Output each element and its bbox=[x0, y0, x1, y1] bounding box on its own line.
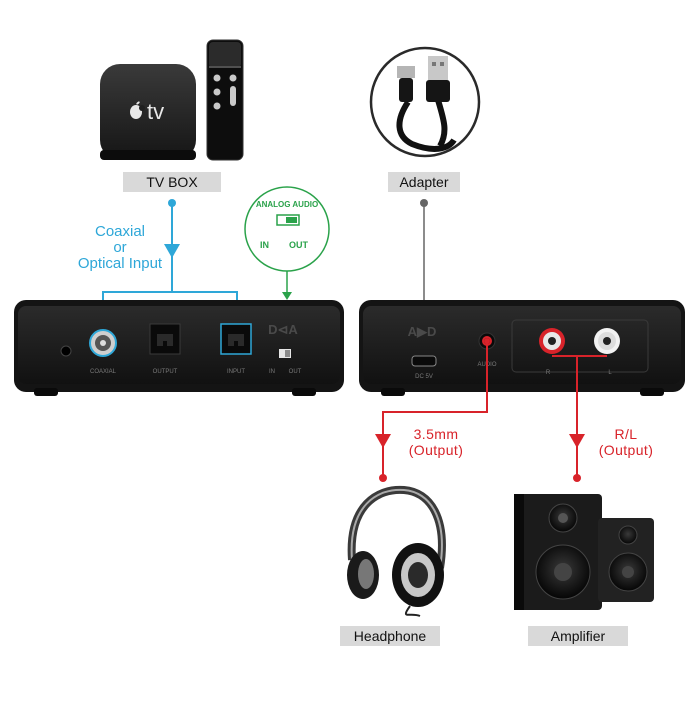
tv-box-connector-dot bbox=[168, 199, 176, 207]
output35-line2: (Output) bbox=[408, 442, 464, 458]
dc5v-port bbox=[411, 355, 437, 367]
analog-out-label: OUT bbox=[289, 240, 308, 250]
analog-audio-title: ANALOG AUDIO bbox=[255, 200, 319, 209]
svg-text:Adapter: Adapter bbox=[399, 174, 448, 190]
rl-line1: R/L bbox=[614, 426, 638, 442]
amplifier-speakers bbox=[514, 494, 654, 610]
analog-audio-switch-callout bbox=[244, 186, 330, 300]
optical-output-port bbox=[149, 323, 181, 355]
svg-text:TV BOX: TV BOX bbox=[146, 174, 198, 190]
amplifier-label: Amplifier bbox=[528, 626, 628, 646]
input-arrow-icon bbox=[164, 244, 180, 258]
input-type-label: Coaxial or Optical Input bbox=[50, 224, 190, 272]
svg-text:L: L bbox=[608, 370, 612, 376]
rl-output-label: R/L (Output) bbox=[586, 426, 666, 458]
tv-box-device: tv bbox=[100, 64, 196, 160]
svg-text:DC 5V: DC 5V bbox=[415, 374, 433, 380]
svg-text:Headphone: Headphone bbox=[354, 628, 427, 644]
micro-usb-icon bbox=[397, 66, 415, 102]
svg-text:OUTPUT: OUTPUT bbox=[153, 369, 178, 375]
optical-input-port bbox=[220, 323, 252, 355]
input-label-line1: Coaxial bbox=[94, 223, 146, 240]
headphone-illustration bbox=[347, 485, 446, 617]
output35-line1: 3.5mm bbox=[413, 426, 459, 442]
svg-text:IN: IN bbox=[269, 369, 275, 375]
analog-in-label: IN bbox=[260, 240, 269, 250]
svg-text:R: R bbox=[546, 370, 551, 376]
dca-logo: D⊲A bbox=[268, 322, 298, 337]
tv-remote bbox=[206, 39, 244, 161]
input-label-line3: Optical Input bbox=[77, 255, 163, 272]
svg-text:Amplifier: Amplifier bbox=[551, 628, 606, 644]
adapter-illustration bbox=[369, 46, 481, 158]
dac-unit: D⊲A COAXIAL OUTPUT INPUT IN OUT bbox=[14, 300, 344, 396]
amplifier-arrow-icon bbox=[569, 434, 585, 448]
svg-text:OUT: OUT bbox=[289, 369, 302, 375]
power-button-icon bbox=[60, 345, 72, 357]
headphone-arrow-icon bbox=[375, 434, 391, 448]
tv-box-label: TV BOX bbox=[123, 172, 221, 192]
apple-logo-icon bbox=[130, 101, 145, 119]
rca-left-port bbox=[594, 328, 620, 354]
rl-line2: (Output) bbox=[598, 442, 654, 458]
adc-unit: A▶D DC 5V AUDIO R L bbox=[359, 300, 685, 396]
svg-text:COAXIAL: COAXIAL bbox=[90, 369, 117, 375]
headphone-output-label: 3.5mm (Output) bbox=[396, 426, 476, 458]
tv-logo-text: tv bbox=[147, 99, 164, 124]
adc-logo: A▶D bbox=[408, 324, 437, 339]
coaxial-port bbox=[89, 329, 117, 357]
svg-text:INPUT: INPUT bbox=[227, 369, 245, 375]
headphone-label: Headphone bbox=[340, 626, 440, 646]
usb-a-icon bbox=[426, 56, 450, 102]
rca-right-port bbox=[539, 328, 565, 354]
input-label-line2: or bbox=[113, 239, 127, 256]
adapter-label: Adapter bbox=[388, 172, 460, 192]
